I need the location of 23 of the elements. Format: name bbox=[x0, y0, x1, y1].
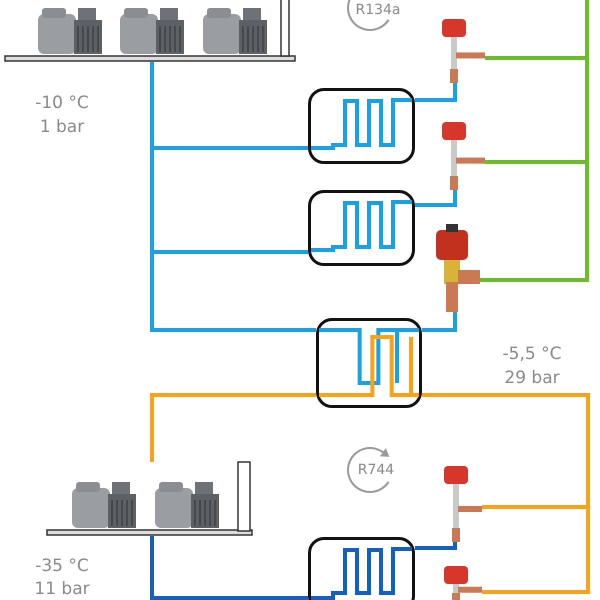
pipe bbox=[415, 83, 457, 102]
evaporator-coil bbox=[308, 190, 415, 266]
pipe bbox=[150, 62, 316, 332]
compressor-rack-drawing bbox=[47, 462, 252, 536]
heat-exchanger bbox=[316, 318, 422, 408]
condition-label: 1 bar bbox=[40, 118, 84, 136]
condition-label: -10 °C bbox=[35, 94, 89, 112]
pipe bbox=[422, 312, 457, 332]
refrigerant-label: R134a bbox=[355, 3, 401, 17]
condition-label: 29 bar bbox=[504, 370, 560, 386]
refrigerant-label: R744 bbox=[358, 463, 394, 477]
evaporator-coil bbox=[308, 88, 415, 164]
compressor-rack-drawing bbox=[5, 0, 295, 62]
pipe bbox=[480, 0, 589, 282]
evaporator-coil bbox=[308, 537, 415, 600]
condition-label: -5,5 °C bbox=[502, 346, 562, 362]
pipe bbox=[415, 542, 457, 550]
pipe bbox=[422, 393, 590, 594]
condition-label: -35 °C bbox=[35, 558, 89, 574]
pipe bbox=[150, 393, 316, 462]
pipe bbox=[150, 536, 308, 600]
pipe bbox=[415, 190, 457, 207]
condition-label: 11 bar bbox=[34, 580, 90, 598]
